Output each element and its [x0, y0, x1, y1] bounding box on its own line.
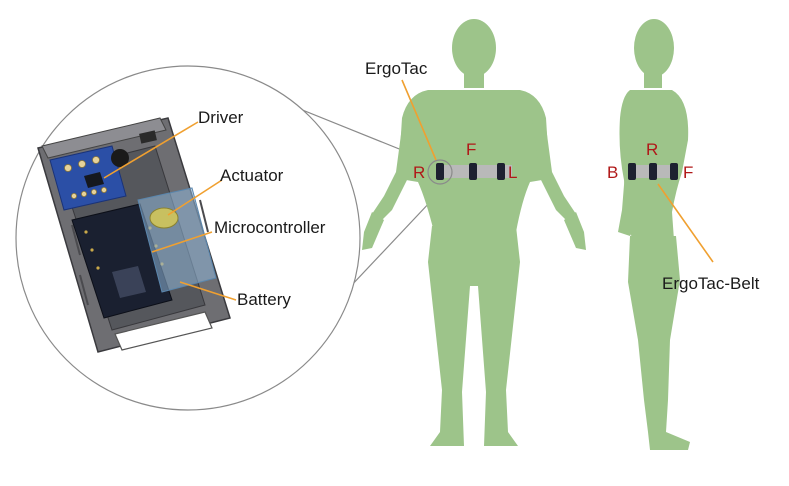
label-ergotac-belt: ErgoTac-Belt	[662, 274, 760, 293]
side-label-back: B	[607, 163, 618, 182]
microcontroller-chip	[112, 266, 146, 298]
human-front-silhouette	[362, 19, 586, 446]
front-sensor-left	[497, 163, 505, 180]
front-sensor-front	[469, 163, 477, 180]
device-top-rail	[41, 117, 167, 159]
device-rendering	[37, 117, 231, 353]
side-sensor-right	[649, 163, 657, 180]
label-ergotac: ErgoTac	[365, 59, 428, 78]
side-label-front: F	[683, 163, 693, 182]
label-actuator: Actuator	[220, 166, 284, 185]
side-label-right: R	[646, 140, 658, 159]
front-belt	[436, 163, 512, 180]
ergotac-highlight-circle	[427, 159, 453, 185]
device-connector	[111, 149, 129, 167]
human-side-silhouette	[618, 19, 690, 450]
side-sensor-back	[628, 163, 636, 180]
front-sensor-right	[436, 163, 444, 180]
side-sensor-front	[670, 163, 678, 180]
device-bottom-slot	[114, 311, 213, 351]
device-leader-lines	[103, 121, 237, 301]
side-belt	[628, 163, 678, 180]
label-microcontroller: Microcontroller	[214, 218, 326, 237]
front-label-left: L	[508, 163, 517, 182]
front-label-front: F	[466, 140, 476, 159]
label-driver: Driver	[198, 108, 244, 127]
driver-chip	[84, 172, 104, 188]
label-battery: Battery	[237, 290, 291, 309]
body-leader-lines	[401, 79, 714, 263]
front-label-right: R	[413, 163, 425, 182]
